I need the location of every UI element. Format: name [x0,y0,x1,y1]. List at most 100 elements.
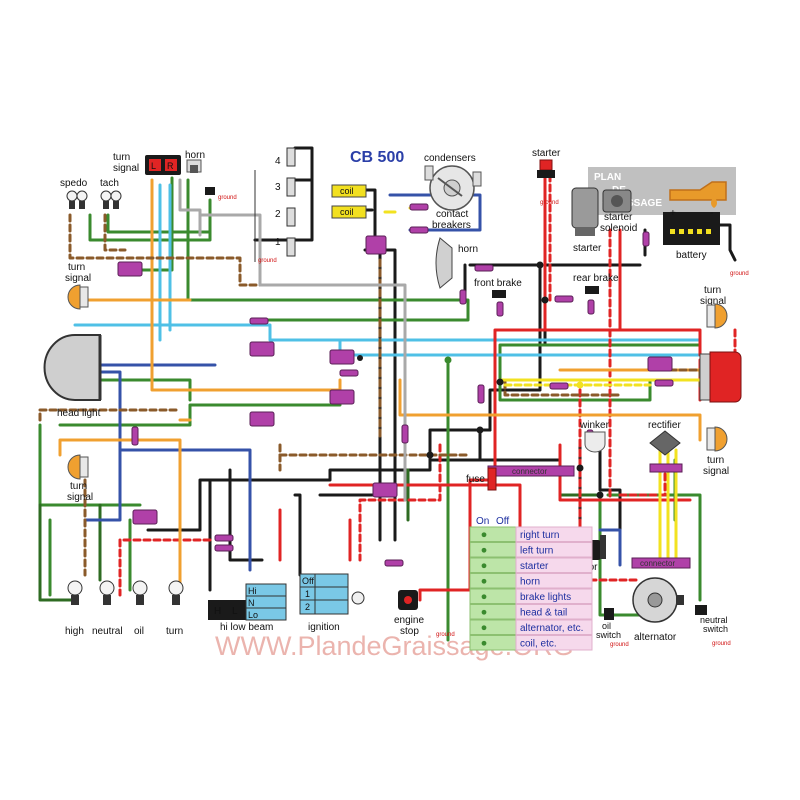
ignition-switch: Off 1 2 ignition [299,573,365,633]
legend-row: brake lights [469,588,593,604]
svg-text:rectifier: rectifier [648,420,681,431]
engine-stop-label-2: stop [400,626,419,637]
legend-row-label: head & tail [520,608,567,619]
svg-text:1: 1 [305,589,310,599]
svg-text:horn: horn [458,244,478,255]
connector-small [642,231,650,247]
connector-small [496,301,504,317]
svg-text:front brake: front brake [474,278,522,289]
connector-block [117,261,143,277]
spedo-lamps: spedo [60,178,88,209]
connector-block [372,482,398,498]
svg-text:condensers: condensers [424,153,476,164]
horn-button: horn ground [185,150,237,201]
svg-text:2: 2 [305,602,310,612]
svg-text:winker: winker [579,420,610,431]
svg-text:N: N [248,598,255,608]
rectifier: rectifier [648,420,681,456]
alternator: alternator [632,577,684,643]
svg-text:ground: ground [218,195,237,201]
svg-text:battery: battery [676,250,707,261]
starter-motor: starter [571,187,602,254]
engine-stop-switch: engine stop ground [394,590,455,638]
connector-small [587,299,595,315]
connector-small [554,295,574,303]
svg-text:ground: ground [540,200,559,206]
svg-text:Off: Off [496,516,509,527]
svg-text:GRAISSAGE: GRAISSAGE [602,198,662,209]
svg-text:ground: ground [258,258,277,264]
battery: + - battery ground [663,208,749,277]
svg-text:ground: ground [436,632,455,638]
front-brake-switch: front brake [474,278,522,298]
starter-solenoid: starter solenoid [600,189,637,234]
connector-small [409,226,429,234]
turn-signal-switch-label-2: signal [113,163,139,174]
contact-breakers: condensers contact breakers [424,153,482,231]
rectifier-connector [649,463,683,473]
svg-text:-: - [710,208,713,219]
connector-block [249,341,275,357]
legend-row-label: horn [520,577,540,588]
connector-small [401,424,409,444]
lamp-high: high [65,580,84,637]
main-connector: connector [487,465,575,477]
ts-rr-label-2: signal [703,466,729,477]
svg-text:fuse: fuse [466,474,485,485]
starter-solenoid-label-2: solenoid [600,223,637,234]
connector-block [132,509,158,525]
svg-text:head light: head light [57,408,101,419]
svg-text:horn: horn [185,150,205,161]
starter-button: starter ground [532,148,561,206]
engine-stop-label-1: engine [394,615,424,626]
svg-text:starter: starter [573,243,602,254]
svg-text:ground: ground [610,642,629,648]
legend-row: left turn [469,542,593,558]
connector-small [409,203,429,211]
connector-small [384,559,404,567]
connector-small [249,317,269,325]
connector-small [131,426,139,446]
turn-signal-front-left: turn signal [65,262,91,310]
lamp-oil: oil [132,580,148,637]
ts-fl-label-2: signal [65,273,91,284]
turn-signal-rear-left: turn signal [67,454,93,503]
svg-text:On: On [476,516,489,527]
connector-block [249,411,275,427]
winker-relay: winker [579,420,610,453]
neutral-switch: neutral switch ground [695,605,731,647]
svg-text:H: H [214,606,221,617]
svg-text:L: L [151,161,156,171]
diagram-title: CB 500 [350,149,404,166]
connector-block [329,349,355,365]
indicator-lamps: high neutral oil turn [65,580,184,637]
svg-text:coil: coil [340,186,354,196]
contact-label-1: contact [436,209,468,220]
connector-small [339,369,359,377]
connector-block [365,235,387,255]
connector-small [654,379,674,387]
oil-switch-label-1: oil [602,621,611,631]
svg-text:R: R [167,161,174,171]
connector-small [459,289,467,305]
svg-text:PLAN: PLAN [594,172,621,183]
connector-small [474,264,494,272]
connector-small [214,544,234,552]
svg-text:connector: connector [512,467,547,476]
connector-block [647,356,673,372]
turn-signal-front-right: turn signal [700,285,728,329]
svg-text:Hi: Hi [248,586,257,596]
legend-row-label: coil, etc. [520,639,557,650]
starter-solenoid-label-1: starter [604,212,633,223]
junction-dots [357,261,604,499]
connector-small [549,382,569,390]
legend-row-label: left turn [520,546,553,557]
neutral-switch-label-2: switch [703,624,728,634]
alternator-connector: connector [631,557,691,569]
head-light: head light [43,334,102,419]
svg-text:1: 1 [275,237,281,248]
svg-text:Off: Off [302,576,314,586]
svg-text:+: + [670,208,676,219]
lamp-turn: turn [166,580,184,637]
svg-text:tach: tach [100,178,119,189]
